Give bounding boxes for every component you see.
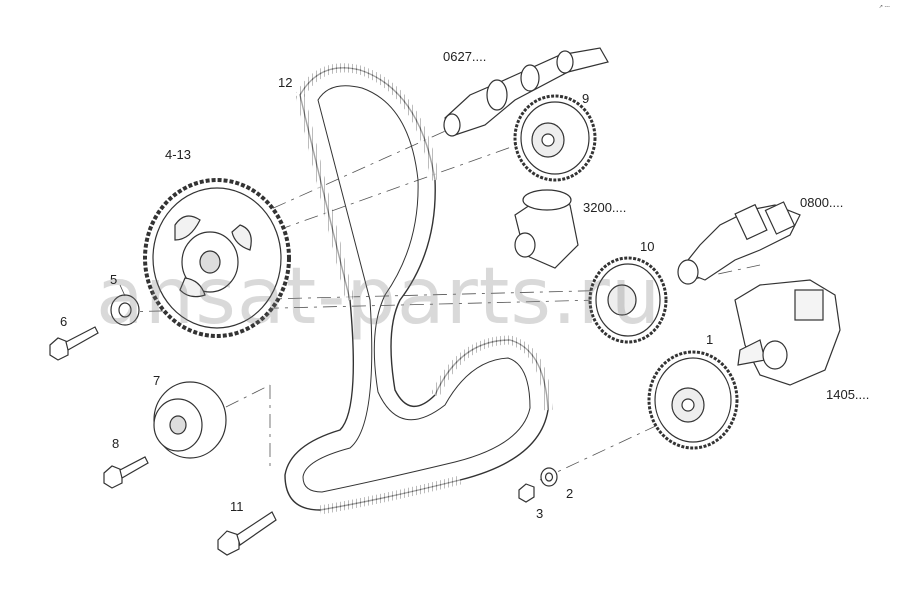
callout-1: 1 — [706, 332, 714, 347]
callout-3200: 3200.... — [583, 200, 627, 215]
callout-0800: 0800.... — [800, 195, 844, 210]
callout-6: 6 — [60, 314, 68, 329]
callout-3: 3 — [536, 506, 544, 521]
nut — [518, 483, 535, 503]
callout-4-13: 4-13 — [165, 147, 192, 162]
callout-1405: 1405.... — [826, 387, 870, 402]
callout-7: 7 — [153, 373, 161, 388]
idler-roller — [514, 189, 579, 269]
pump-sprocket — [647, 350, 739, 450]
callout-9: 9 — [582, 91, 590, 106]
camshaft — [443, 47, 609, 137]
leader-lines — [119, 284, 126, 297]
crankshaft — [677, 201, 801, 285]
high-pressure-pump — [734, 279, 841, 386]
large-pulley — [143, 178, 291, 338]
callout-0627: 0627.... — [443, 49, 487, 64]
bolt-8 — [103, 456, 149, 489]
timing-belt — [284, 63, 553, 515]
washer — [110, 294, 140, 326]
washer-small — [540, 467, 558, 487]
callout-5: 5 — [110, 272, 118, 287]
camshaft-sprocket — [513, 94, 597, 182]
crank-sprocket — [588, 256, 668, 344]
callout-8: 8 — [112, 436, 120, 451]
callout-2: 2 — [566, 486, 574, 501]
callout-12: 12 — [278, 75, 293, 90]
bolt-6 — [49, 326, 99, 361]
callout-10: 10 — [640, 239, 655, 254]
bolt-11 — [217, 511, 277, 556]
callout-11: 11 — [230, 499, 244, 514]
corner-tag: ↗ --- — [878, 4, 890, 10]
tensioner-pulley — [153, 381, 227, 459]
